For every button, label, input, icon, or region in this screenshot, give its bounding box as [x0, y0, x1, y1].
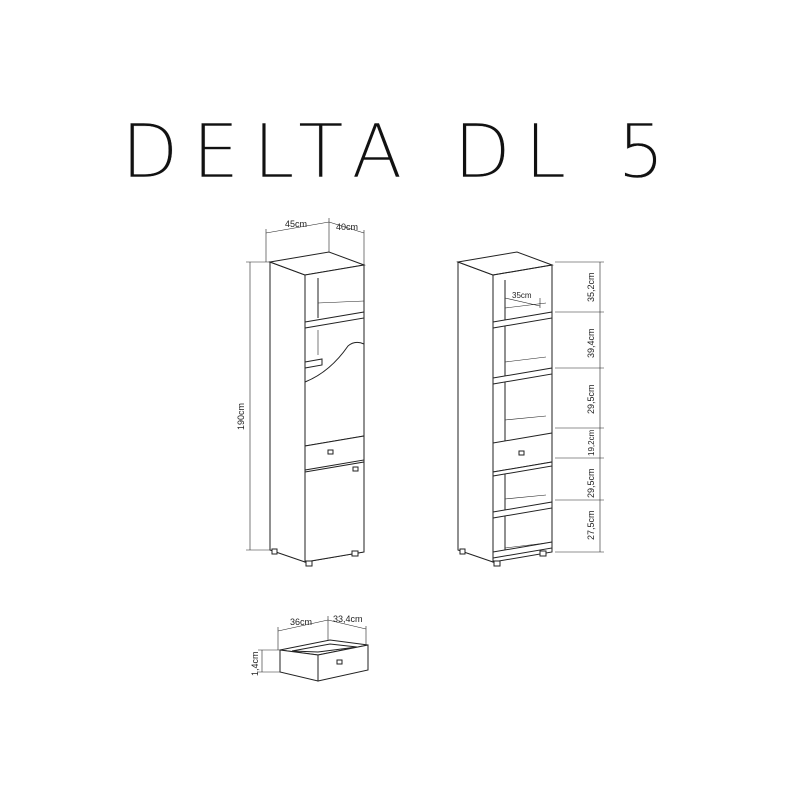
depth-label: 40cm [336, 222, 358, 232]
page-title: DELTA DL 5 [121, 109, 679, 195]
section-label-6: 27,5cm [586, 510, 596, 540]
drawer-depth-dimension-line [327, 619, 367, 630]
drawer-handle-icon [336, 659, 343, 665]
cabinet-foot [459, 548, 466, 555]
shelf [304, 358, 323, 369]
drawer-height-label: 1,4cm [250, 651, 260, 676]
cabinet-side-panel [457, 261, 494, 563]
cabinet-foot [271, 548, 278, 555]
section-label-5: 29,5cm [586, 468, 596, 498]
drawer-depth-label: 33,4cm [333, 614, 363, 624]
shelf [492, 367, 553, 385]
drawer-box-side [279, 649, 319, 682]
drawer-front [304, 435, 365, 471]
inner-depth-label: 35cm [512, 291, 532, 300]
height-label: 190cm [236, 403, 246, 430]
compartment-back-line [504, 302, 547, 309]
shelf [304, 311, 365, 329]
cabinet-foot [351, 550, 359, 557]
shelf [492, 461, 553, 477]
cabinet-side-panel [269, 261, 306, 563]
cabinet-foot [305, 560, 313, 567]
shelf [492, 501, 553, 519]
compartment-back-line [504, 415, 547, 421]
section-label-3: 29,5cm [586, 384, 596, 414]
compartment-back-line [317, 300, 365, 304]
section-label-4: 19,2cm [587, 429, 596, 456]
inner-depth-dimension-line [504, 297, 541, 307]
cabinet-foot [539, 550, 547, 557]
depth-dimension-line [328, 221, 365, 234]
left-cabinet-view: 45cm 40cm 190cm [236, 218, 366, 567]
shelf [492, 311, 553, 329]
drawer-width-dimension-line [277, 619, 329, 632]
cabinet-foot [493, 560, 501, 567]
compartment-back-line [504, 356, 547, 363]
width-label: 45cm [285, 219, 307, 229]
upper-door [304, 341, 365, 447]
drawer-handle-icon [327, 449, 334, 455]
bottom-shelf [492, 541, 553, 559]
lower-door [304, 461, 365, 563]
drawer-width-label: 36cm [290, 617, 312, 627]
cabinet-front [492, 264, 553, 563]
door-handle-icon [352, 466, 359, 472]
drawer-detail-view: 36cm 33,4cm 1,4cm [250, 614, 369, 682]
drawer-box-front [317, 644, 369, 682]
section-label-2: 39,4cm [586, 328, 596, 358]
drawer-handle-icon [518, 450, 525, 456]
compartment-back-line [504, 494, 547, 500]
section-label-1: 35,2cm [586, 272, 596, 302]
right-cabinet-view: 35cm 35,2cm 39,4cm 29,5cm 19,2cm 29,5cm … [456, 251, 604, 567]
width-dimension-line [265, 221, 330, 234]
